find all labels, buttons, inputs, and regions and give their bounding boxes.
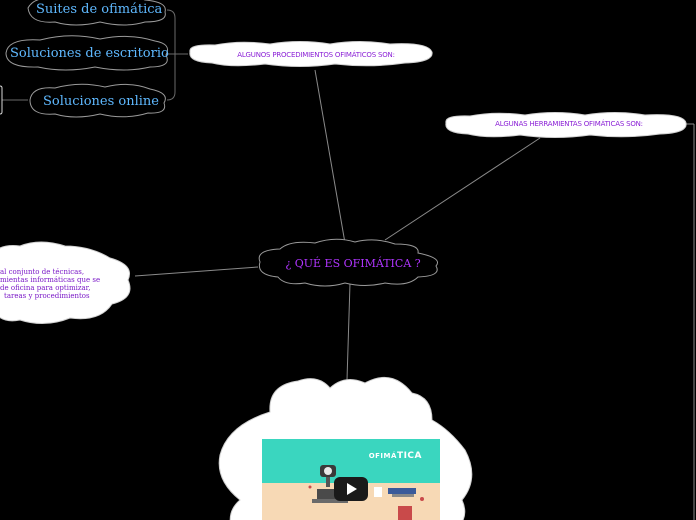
video-thumbnail[interactable]: OFIMÁTICA	[262, 439, 440, 520]
play-button[interactable]	[334, 477, 368, 501]
tablet-icon	[388, 488, 416, 497]
branch-node-procedures[interactable]	[189, 41, 433, 67]
lamp-icon	[320, 465, 336, 487]
subtopic-label-suites: Suites de ofimática	[36, 2, 163, 17]
branch-label-tools: ALGUNAS HERRAMIENTAS OFIMÁTICAS SON:	[495, 120, 643, 128]
definition-line: al conjunto de técnicas,	[0, 268, 85, 276]
subtopic-label-escritorio: Soluciones de escritorio	[10, 46, 169, 61]
central-node[interactable]	[258, 238, 438, 287]
subtopic-node-escritorio[interactable]	[5, 35, 169, 71]
left-boundary-node	[0, 85, 3, 115]
mug-icon	[398, 506, 412, 520]
video-brand: OFIMÁTICA	[368, 451, 422, 461]
office-illustration	[308, 465, 424, 520]
subtopic-bracket	[2, 9, 188, 101]
definition-line: mientas informáticas que se	[0, 276, 101, 284]
pin-icon	[420, 497, 424, 501]
subtopic-node-suites[interactable]	[27, 0, 166, 26]
branch-node-tools[interactable]	[445, 112, 687, 138]
definition-line: de oficina para optimizar,	[0, 284, 91, 292]
laptop-icon	[312, 489, 348, 503]
central-topic-label: ¿ QUÉ ES OFIMÁTICA ?	[285, 257, 421, 270]
pin-icon	[308, 485, 312, 489]
definition-text: al conjunto de técnicas, mientas informá…	[0, 268, 100, 300]
phone-icon	[374, 487, 382, 497]
definition-node[interactable]	[0, 241, 131, 324]
subtopic-label-online: Soluciones online	[43, 94, 159, 109]
connector-lines	[134, 69, 695, 520]
branch-label-procedures: ALGUNOS PROCEDIMIENTOS OFIMÁTICOS SON:	[237, 51, 395, 59]
definition-line: tareas y procedimientos	[4, 292, 90, 300]
subtopic-node-online[interactable]	[29, 83, 166, 118]
